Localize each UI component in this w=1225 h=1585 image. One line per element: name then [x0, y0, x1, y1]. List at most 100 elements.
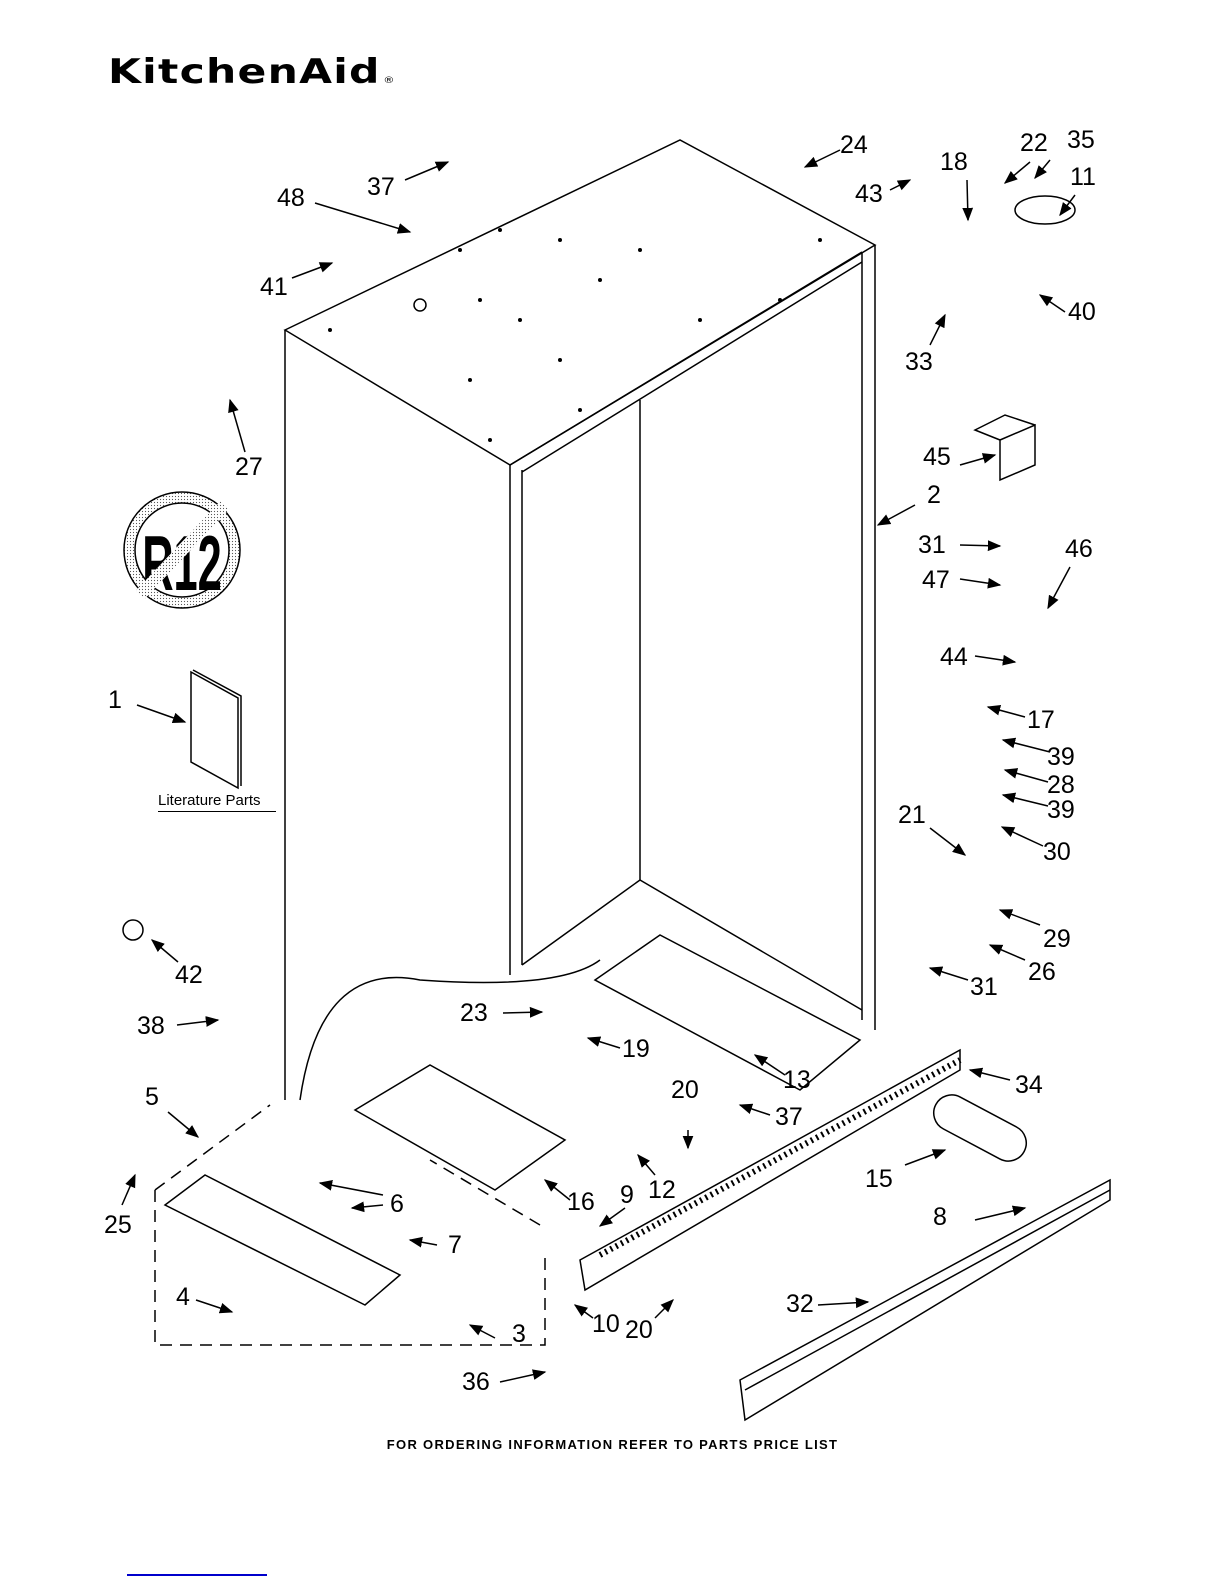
- water-filter-part-15: [927, 1089, 1032, 1168]
- arrow-7: [410, 1240, 437, 1245]
- relay-part-45: [975, 415, 1035, 480]
- callout-41: 41: [260, 275, 288, 300]
- callout-24: 24: [840, 133, 868, 158]
- ordering-info-footer: FOR ORDERING INFORMATION REFER TO PARTS …: [0, 1437, 1225, 1452]
- arrow-45: [960, 455, 995, 465]
- arrow-5: [168, 1112, 198, 1137]
- callout-37: 37: [775, 1105, 803, 1130]
- arrow-4: [196, 1300, 232, 1312]
- arrow-2: [878, 505, 915, 525]
- svg-text:R12: R12: [142, 521, 222, 607]
- arrow-34: [970, 1070, 1010, 1080]
- arrow-37b: [740, 1105, 770, 1115]
- callout-21: 21: [898, 803, 926, 828]
- pan-part-13: [595, 935, 860, 1090]
- callout-22: 22: [1020, 131, 1048, 156]
- arrow-22: [1005, 162, 1030, 183]
- arrow-15: [905, 1150, 945, 1165]
- arrow-39b: [1003, 795, 1048, 806]
- callout-4: 4: [176, 1285, 190, 1310]
- callout-15: 15: [865, 1167, 893, 1192]
- arrow-42: [152, 940, 178, 962]
- arrow-10: [575, 1305, 593, 1318]
- arrow-47: [960, 579, 1000, 585]
- arrow-1: [137, 705, 185, 722]
- callout-2: 2: [927, 483, 941, 508]
- literature-book-part-1: [191, 670, 241, 788]
- arrow-9: [600, 1208, 625, 1226]
- callout-38: 38: [137, 1014, 165, 1039]
- callout-34: 34: [1015, 1073, 1043, 1098]
- callout-20: 20: [671, 1078, 699, 1103]
- callout-32: 32: [786, 1292, 814, 1317]
- arrow-23: [503, 1012, 542, 1013]
- arrow-27: [230, 400, 245, 452]
- arrow-35: [1035, 160, 1050, 178]
- callout-45: 45: [923, 445, 951, 470]
- callout-48: 48: [277, 186, 305, 211]
- callout-31: 31: [970, 975, 998, 1000]
- arrow-43: [890, 180, 910, 190]
- arrow-6a: [320, 1183, 383, 1195]
- callout-47: 47: [922, 568, 950, 593]
- callout-40: 40: [1068, 300, 1096, 325]
- callout-6: 6: [390, 1192, 404, 1217]
- callout-42: 42: [175, 963, 203, 988]
- arrow-39a: [1003, 740, 1050, 752]
- callout-27: 27: [235, 455, 263, 480]
- callout-35: 35: [1067, 128, 1095, 153]
- callout-36: 36: [462, 1370, 490, 1395]
- callout-44: 44: [940, 645, 968, 670]
- callout-12: 12: [648, 1178, 676, 1203]
- arrow-8: [975, 1208, 1025, 1220]
- callout-29: 29: [1043, 927, 1071, 952]
- arrow-17: [988, 707, 1025, 717]
- arrow-31a: [960, 545, 1000, 546]
- callout-19: 19: [622, 1037, 650, 1062]
- arrow-20b: [655, 1300, 673, 1318]
- no-r12-badge: R12: [124, 492, 240, 608]
- callout-20: 20: [625, 1318, 653, 1343]
- callout-16: 16: [567, 1190, 595, 1215]
- hyperlink-underline[interactable]: [127, 1574, 267, 1576]
- callout-39: 39: [1047, 798, 1075, 823]
- callout-30: 30: [1043, 840, 1071, 865]
- arrow-26: [990, 945, 1025, 960]
- grille-part-34: [580, 1050, 960, 1290]
- callout-17: 17: [1027, 708, 1055, 733]
- callout-1: 1: [108, 688, 122, 713]
- arrow-46: [1048, 567, 1070, 608]
- arrow-36: [500, 1372, 545, 1382]
- callout-28: 28: [1047, 773, 1075, 798]
- arrow-25: [122, 1175, 135, 1205]
- arrow-33: [930, 315, 945, 345]
- callout-10: 10: [592, 1312, 620, 1337]
- callout-8: 8: [933, 1205, 947, 1230]
- arrow-6b: [352, 1205, 383, 1208]
- pan-part-16: [355, 1065, 565, 1190]
- arrow-29: [1000, 910, 1040, 925]
- nut-part-42: [123, 920, 143, 940]
- cabinet-part-2: [285, 140, 875, 1100]
- callout-39: 39: [1047, 745, 1075, 770]
- callout-25: 25: [104, 1213, 132, 1238]
- callout-18: 18: [940, 150, 968, 175]
- arrow-41: [292, 263, 332, 278]
- callout-11: 11: [1070, 165, 1096, 190]
- callout-37: 37: [367, 175, 395, 200]
- arrow-21: [930, 828, 965, 855]
- callout-31: 31: [918, 533, 946, 558]
- callout-26: 26: [1028, 960, 1056, 985]
- arrow-30: [1002, 827, 1043, 846]
- callout-23: 23: [460, 1001, 488, 1026]
- arrow-44: [975, 656, 1015, 662]
- hinge-part-11: [1015, 196, 1075, 224]
- arrow-12: [638, 1155, 655, 1175]
- callout-13: 13: [783, 1068, 811, 1093]
- arrow-24: [805, 150, 840, 167]
- callout-5: 5: [145, 1085, 159, 1110]
- arrow-28: [1005, 770, 1048, 782]
- callout-3: 3: [512, 1322, 526, 1347]
- callout-7: 7: [448, 1233, 462, 1258]
- arrow-37a: [405, 162, 448, 180]
